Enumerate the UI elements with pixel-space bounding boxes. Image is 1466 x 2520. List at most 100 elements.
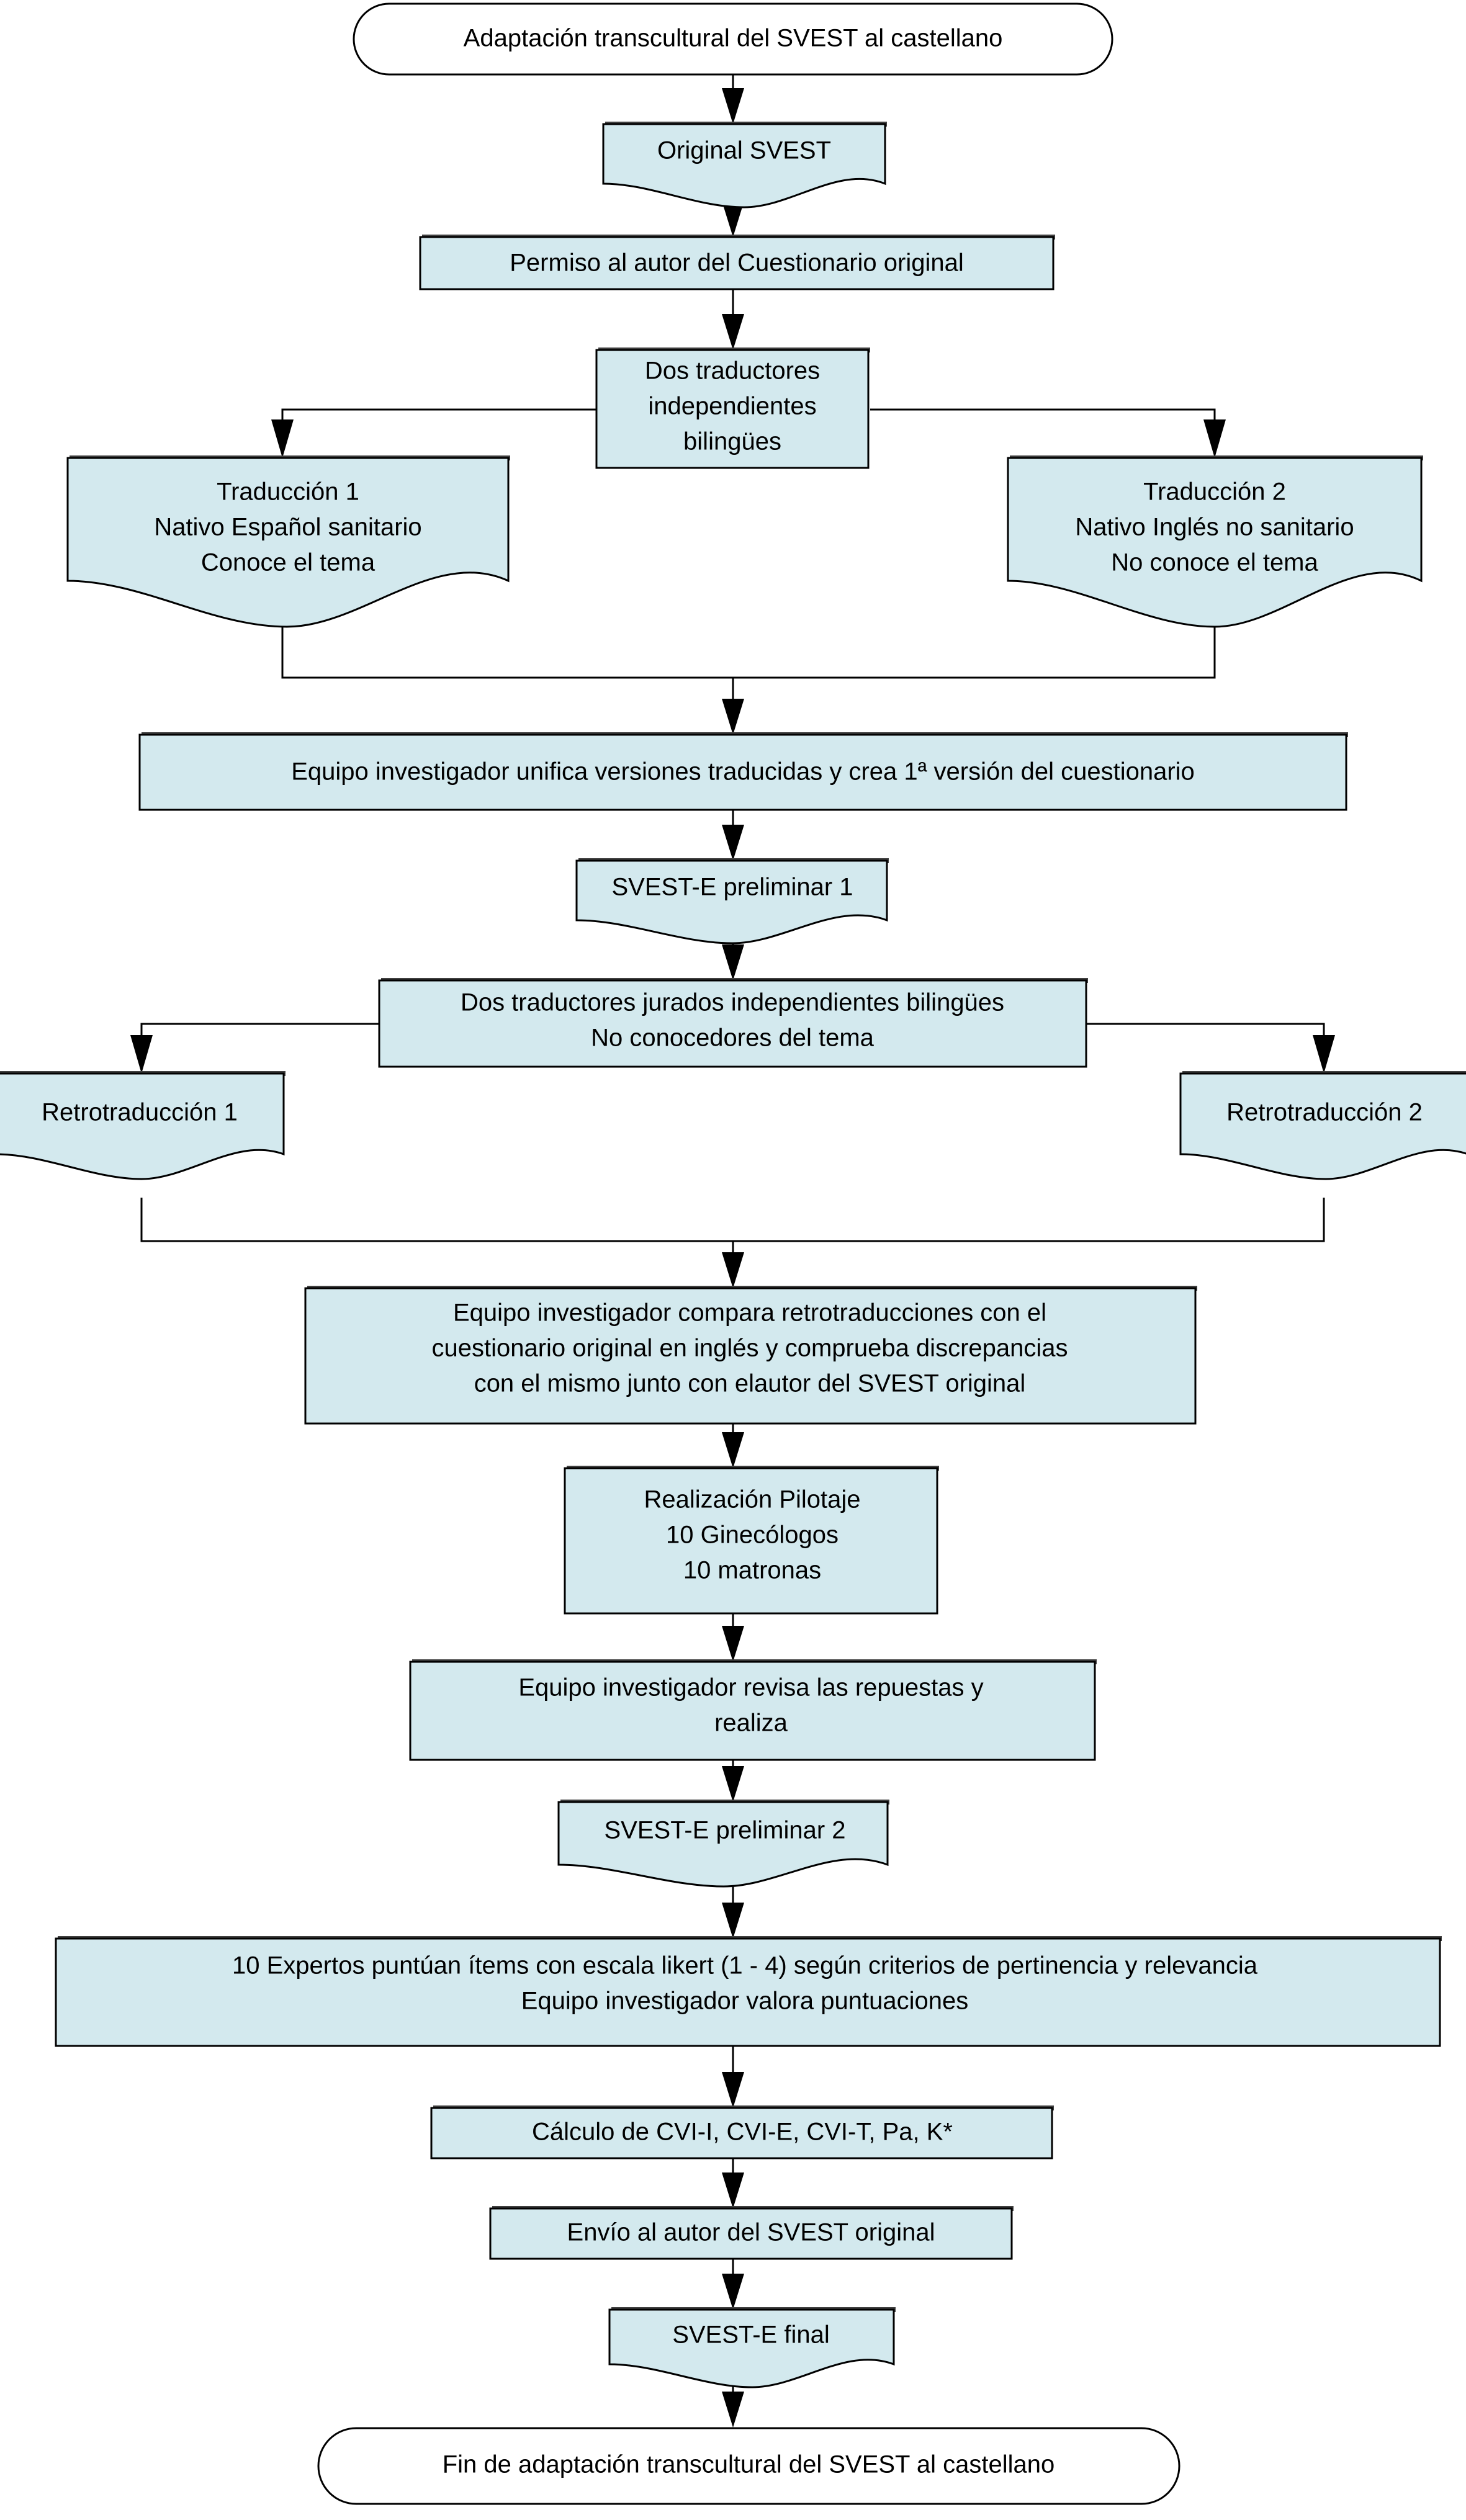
arrowhead-revisa xyxy=(722,1626,744,1662)
start-shape xyxy=(353,2,1113,76)
traduccion-1-line-3: Conoce el tema xyxy=(201,549,375,576)
arrowhead-prelim1 xyxy=(722,825,744,861)
unifica-shape xyxy=(138,733,1347,811)
node-retrotraduccion-1[interactable]: Retrotraducción 1 xyxy=(0,1071,286,1180)
expertos-line-1: 10 Expertos puntúan ítems con escala lik… xyxy=(232,1952,1258,1980)
original-svest-label: Original SVEST xyxy=(657,137,831,164)
arrowhead-dos-traductores xyxy=(722,314,744,350)
node-svest-e-preliminar-2[interactable]: SVEST-E preliminar 2 xyxy=(557,1800,889,1888)
node-traduccion-2[interactable]: Traducción 2 Nativo Inglés no sanitario … xyxy=(1007,455,1423,628)
original-svest-shape xyxy=(602,123,886,209)
jurados-shape xyxy=(378,979,1087,1068)
arrowhead-pilotaje xyxy=(722,1432,744,1468)
calculo-shape xyxy=(430,2107,1053,2159)
traduccion-1-shape xyxy=(66,457,510,628)
edge-jurados-branch-left xyxy=(140,1023,379,1069)
pilotaje-line-3: 10 matronas xyxy=(683,1557,821,1584)
node-dos-traductores[interactable]: Dos traductores independientes bilingües xyxy=(595,348,870,469)
revisa-line-2: realiza xyxy=(714,1710,788,1737)
node-calculo-cvi[interactable]: Cálculo de CVI-I, CVI-E, CVI-T, Pa, K* xyxy=(430,2105,1054,2159)
edge-traductores-branch-left xyxy=(281,408,596,453)
arrowhead-retro-1 xyxy=(130,1035,153,1074)
arrowhead-envio xyxy=(722,2172,744,2208)
envio-label: Envío al autor del SVEST original xyxy=(567,2219,935,2246)
traduccion-2-line-3: No conoce el tema xyxy=(1111,549,1318,576)
node-start[interactable]: Adaptación transcultural del SVEST al ca… xyxy=(353,2,1113,76)
revisa-shape xyxy=(409,1661,1096,1761)
start-label: Adaptación transcultural del SVEST al ca… xyxy=(464,25,1003,52)
arrowhead-unifica xyxy=(722,699,744,735)
retro2-shape xyxy=(1179,1072,1466,1180)
final-label: SVEST-E final xyxy=(672,2321,829,2349)
arrowhead-expertos xyxy=(722,1903,744,1939)
node-permiso-autor[interactable]: Permiso al autor del Cuestionario origin… xyxy=(419,235,1055,290)
pilotaje-shape xyxy=(564,1467,938,1615)
dos-traductores-shape xyxy=(595,349,870,469)
jurados-line-1: Dos traductores jurados independientes b… xyxy=(461,989,1004,1016)
arrowhead-calculo xyxy=(722,2072,744,2108)
prelim1-label: SVEST-E preliminar 1 xyxy=(611,874,853,901)
unifica-label: Equipo investigador unifica versiones tr… xyxy=(291,758,1195,786)
node-svest-e-preliminar-1[interactable]: SVEST-E preliminar 1 xyxy=(575,858,889,944)
edge-retro-1-merge xyxy=(140,1198,733,1242)
node-original-svest[interactable]: Original SVEST xyxy=(602,122,887,209)
prelim1-shape xyxy=(575,859,888,944)
final-shape xyxy=(608,2308,895,2388)
edge-traduccion-1-merge xyxy=(281,611,733,679)
edge-retro-2-merge xyxy=(733,1198,1325,1242)
arrowhead-permiso xyxy=(722,201,744,237)
retro1-shape xyxy=(0,1072,285,1180)
arrowhead-jurados xyxy=(722,944,744,980)
node-envio-autor[interactable]: Envío al autor del SVEST original xyxy=(489,2206,1014,2260)
traduccion-1-line-2: Nativo Español sanitario xyxy=(154,514,421,541)
node-traductores-jurados[interactable]: Dos traductores jurados independientes b… xyxy=(378,978,1088,1068)
node-svest-e-final[interactable]: SVEST-E final xyxy=(608,2307,896,2388)
compara-line-2: cuestionario original en inglés y compru… xyxy=(431,1335,1068,1362)
end-shape xyxy=(317,2427,1180,2505)
node-end[interactable]: Fin de adaptación transcultural del SVES… xyxy=(317,2427,1180,2505)
pilotaje-line-2: 10 Ginecólogos xyxy=(666,1522,839,1549)
expertos-line-2: Equipo investigador valora puntuaciones xyxy=(521,1988,969,2015)
pilotaje-line-1: Realización Pilotaje xyxy=(644,1486,860,1513)
end-label: Fin de adaptación transcultural del SVES… xyxy=(443,2451,1055,2478)
node-expertos-likert[interactable]: 10 Expertos puntúan ítems con escala lik… xyxy=(55,1936,1442,2047)
edge-traduccion-2-merge xyxy=(733,611,1216,679)
permiso-label: Permiso al autor del Cuestionario origin… xyxy=(510,249,963,277)
compara-line-3: con el mismo junto con elautor del SVEST… xyxy=(474,1370,1026,1397)
dos-traductores-line-3: bilingües xyxy=(683,428,781,455)
node-retrotraduccion-2[interactable]: Retrotraducción 2 xyxy=(1179,1071,1466,1180)
connector-layer xyxy=(130,74,1335,2428)
envio-shape xyxy=(489,2207,1013,2260)
retro2-label: Retrotraducción 2 xyxy=(1226,1099,1423,1126)
expertos-shape xyxy=(55,1937,1441,2047)
arrowhead-traduccion-2 xyxy=(1203,419,1226,458)
traduccion-2-line-1: Traducción 2 xyxy=(1143,478,1286,506)
node-compara-retrotraducciones[interactable]: Equipo investigador compara retrotraducc… xyxy=(304,1286,1197,1425)
revisa-line-1: Equipo investigador revisa las repuestas… xyxy=(518,1674,983,1702)
prelim2-label: SVEST-E preliminar 2 xyxy=(604,1817,845,1844)
dos-traductores-line-1: Dos traductores xyxy=(645,357,820,385)
compara-line-1: Equipo investigador compara retrotraducc… xyxy=(453,1299,1046,1327)
arrowhead-traduccion-1 xyxy=(271,419,294,458)
arrowhead-original-svest xyxy=(722,88,744,124)
node-unifica-versiones[interactable]: Equipo investigador unifica versiones tr… xyxy=(138,732,1348,811)
permiso-shape xyxy=(419,236,1055,290)
traduccion-2-line-2: Nativo Inglés no sanitario xyxy=(1075,514,1354,541)
arrowhead-prelim2 xyxy=(722,1766,744,1802)
dos-traductores-line-2: independientes xyxy=(648,393,816,420)
arrowhead-final xyxy=(722,2274,744,2310)
traduccion-1-line-1: Traducción 1 xyxy=(217,478,359,506)
calculo-label: Cálculo de CVI-I, CVI-E, CVI-T, Pa, K* xyxy=(532,2119,953,2146)
arrowhead-compara xyxy=(722,1252,744,1288)
node-revisa-repuestas[interactable]: Equipo investigador revisa las repuestas… xyxy=(409,1659,1097,1761)
arrowhead-end xyxy=(722,2392,744,2428)
edge-jurados-branch-right xyxy=(1086,1023,1325,1069)
edge-traductores-branch-right xyxy=(870,408,1216,453)
arrowhead-retro-2 xyxy=(1313,1035,1335,1074)
node-realizacion-pilotaje[interactable]: Realización Pilotaje 10 Ginecólogos 10 m… xyxy=(564,1466,939,1615)
jurados-line-2: No conocedores del tema xyxy=(591,1025,875,1052)
node-traduccion-1[interactable]: Traducción 1 Nativo Español sanitario Co… xyxy=(66,455,510,628)
compara-shape xyxy=(304,1287,1197,1425)
